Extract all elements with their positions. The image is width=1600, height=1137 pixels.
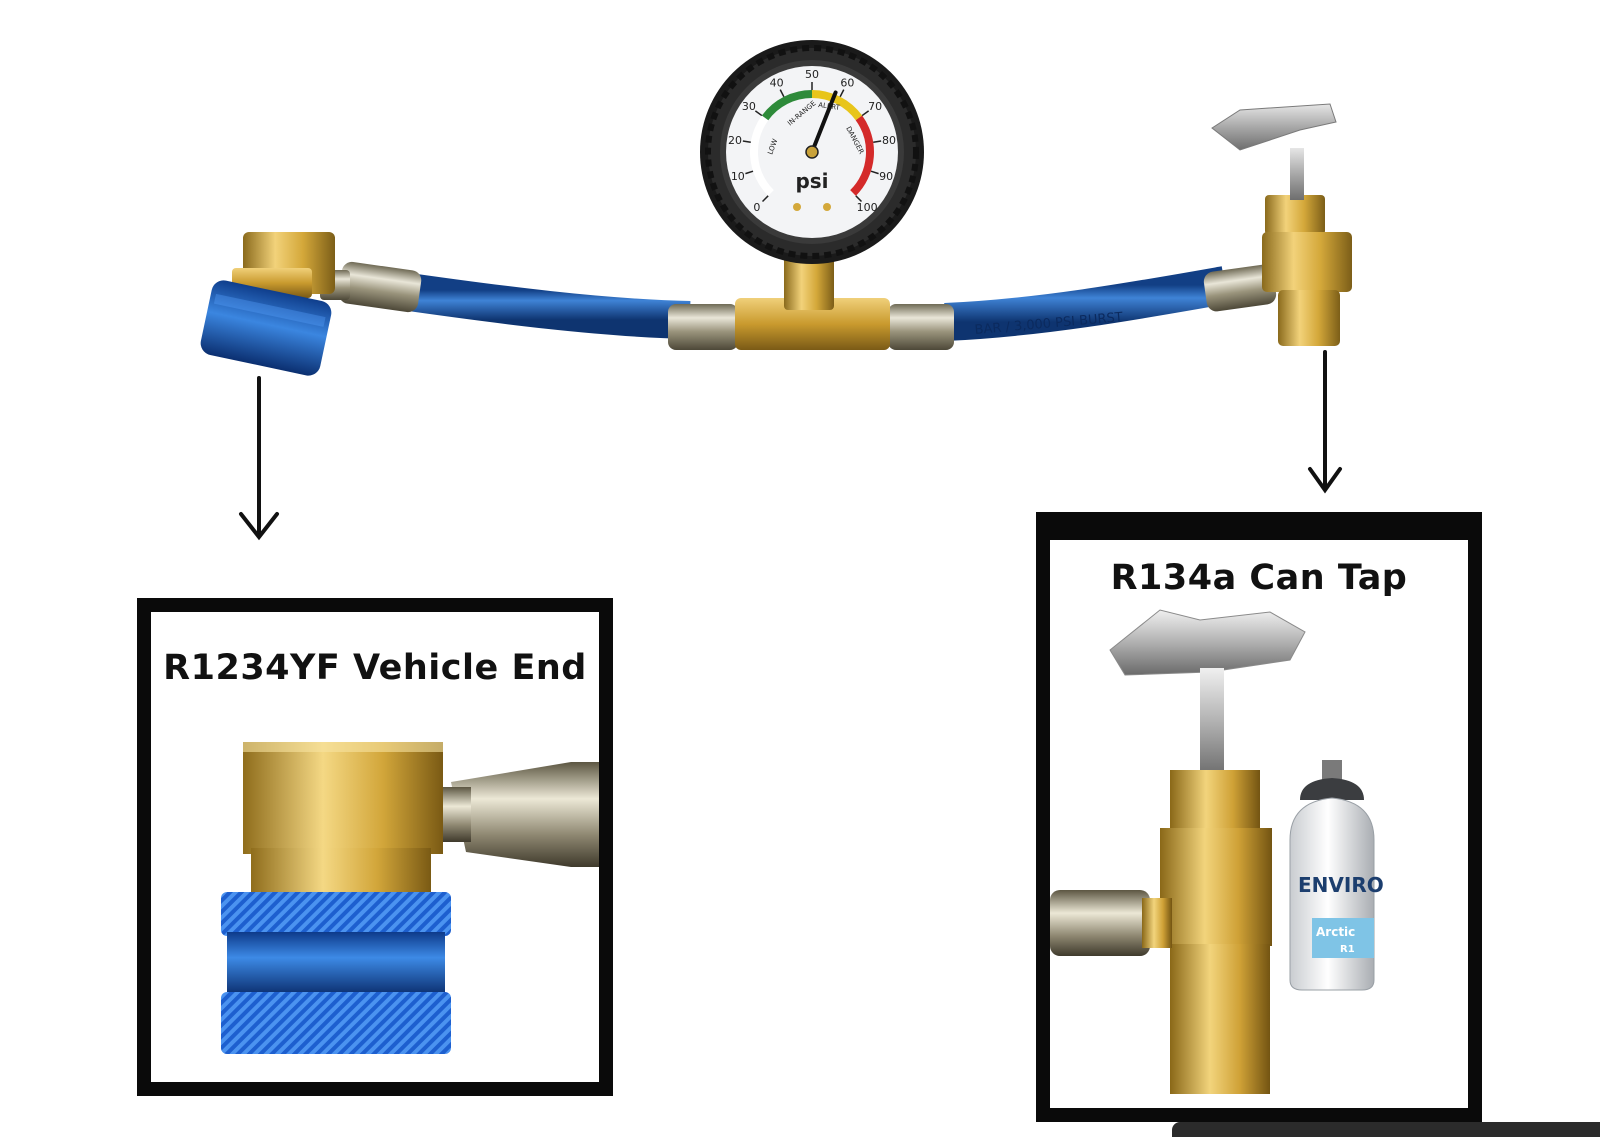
crimp-ferrule-right — [1203, 264, 1277, 312]
gauge-tick — [855, 195, 863, 203]
can-brand: ENVIRO — [1298, 873, 1384, 897]
can-tap-closeup: ENVIRO Arctic R1 — [1050, 609, 1384, 1094]
can-code: R1 — [1340, 944, 1355, 955]
gauge-needle — [810, 90, 838, 154]
crimp-ferrule-left — [320, 261, 422, 313]
gauge-tick-label: 70 — [868, 100, 882, 113]
gauge-tick-label: 60 — [840, 77, 854, 90]
gauge-tick — [754, 110, 763, 117]
callout-title-can-tap: R134a Can Tap — [1110, 558, 1408, 598]
bottom-dark-strip — [1172, 1122, 1600, 1137]
gauge-zone-band — [750, 115, 774, 196]
gauge-tick — [873, 140, 882, 144]
gauge-tick — [779, 89, 785, 98]
gauge-tick-label: 20 — [728, 134, 742, 147]
vehicle-end-closeup — [221, 742, 599, 1054]
callout-vehicle-end: R1234YF Vehicle End — [137, 598, 613, 1096]
r134a-can-tap-assembly — [1211, 103, 1352, 346]
gauge-tick-label: 100 — [857, 201, 878, 214]
t-handle-closeup — [1109, 609, 1306, 676]
gauge-tick — [761, 195, 769, 203]
callout-title-vehicle-end: R1234YF Vehicle End — [163, 648, 587, 688]
gauge-tick — [861, 110, 870, 117]
refrigerant-can: ENVIRO Arctic R1 — [1289, 760, 1384, 991]
r1234yf-coupler-assembly — [200, 232, 335, 376]
gauge-tick-label: 10 — [731, 170, 745, 183]
gauge-tick-label: 80 — [882, 134, 896, 147]
gauge-tick-label: 50 — [805, 68, 819, 81]
gauge-tick — [742, 140, 751, 144]
gauge-zone-band — [850, 115, 874, 196]
hose-right — [944, 266, 1229, 341]
gauge-zone-band — [811, 90, 863, 121]
gauge-tick — [839, 89, 845, 98]
gauge-tick-label: 30 — [742, 100, 756, 113]
gauge-tick-label: 90 — [879, 170, 893, 183]
callout-can-tap: R134a Can Tap — [1036, 512, 1482, 1122]
gauge-unit: psi — [795, 169, 828, 193]
hose-left — [392, 271, 691, 339]
t-handle — [1211, 103, 1337, 151]
gauge-tick — [870, 170, 879, 175]
can-product: Arctic — [1316, 925, 1355, 939]
gauge-tick-label: 0 — [753, 201, 760, 214]
gauge-tick-label: 40 — [770, 77, 784, 90]
arrow-left — [239, 376, 279, 541]
tee-fitting — [668, 250, 954, 350]
gauge-zone-band — [761, 90, 813, 121]
blue-coupler — [200, 280, 332, 376]
gauge-tick — [745, 170, 754, 175]
arrow-right — [1308, 350, 1342, 494]
